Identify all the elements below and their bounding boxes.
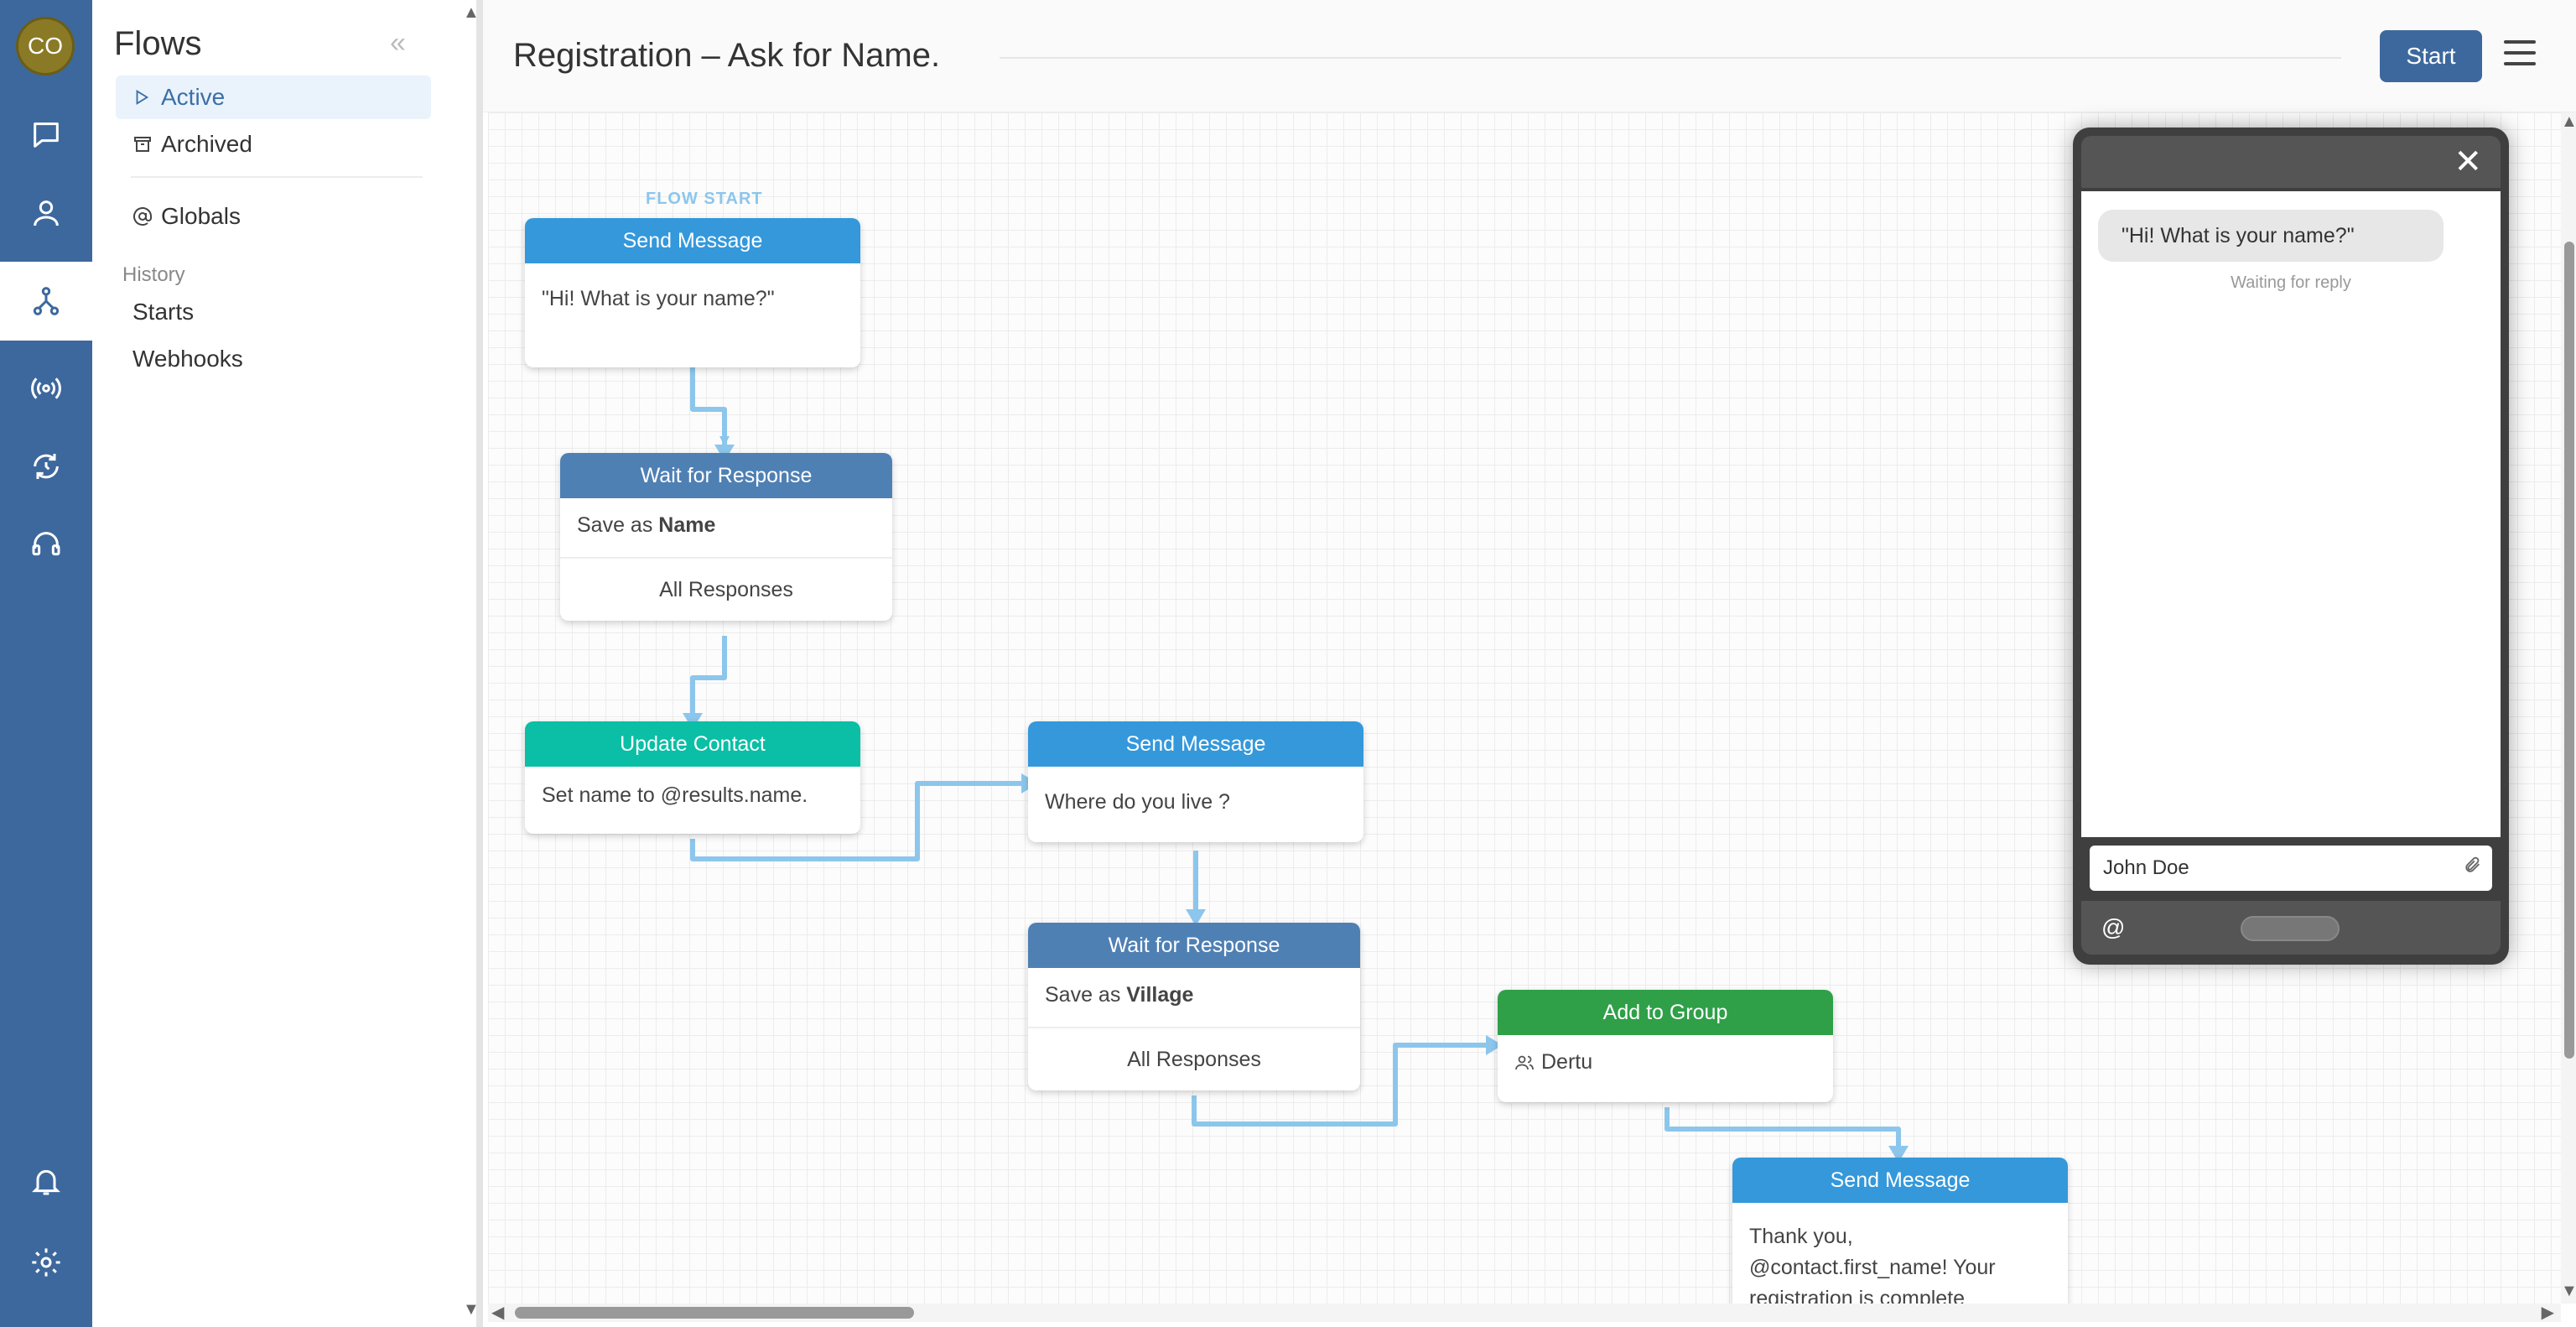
sidebar-item-starts[interactable]: Starts bbox=[132, 299, 195, 325]
wait-for-response-node[interactable]: Wait for Response Save as Name All Respo… bbox=[560, 453, 892, 621]
response-category[interactable]: All Responses bbox=[1028, 1027, 1360, 1090]
node-header: Send Message bbox=[1028, 721, 1363, 767]
scrollbar-thumb[interactable] bbox=[2564, 242, 2574, 1059]
arrowhead bbox=[1888, 1146, 1909, 1163]
arrowhead bbox=[1186, 909, 1206, 926]
simulator-screen: "Hi! What is your name?" Waiting for rep… bbox=[2081, 191, 2501, 837]
node-header: Add to Group bbox=[1498, 990, 1833, 1035]
simulator-panel: ✕ "Hi! What is your name?" Waiting for r… bbox=[2073, 127, 2509, 965]
send-message-node[interactable]: Send Message Thank you, @contact.first_n… bbox=[1732, 1158, 2068, 1304]
arrowhead bbox=[1486, 1035, 1503, 1055]
add-to-group-node[interactable]: Add to Group Dertu bbox=[1498, 990, 1833, 1102]
scroll-up-icon[interactable]: ▲ bbox=[2561, 112, 2576, 131]
message-line: registration is complete bbox=[1749, 1287, 1966, 1304]
close-icon[interactable]: ✕ bbox=[2454, 143, 2482, 180]
node-body: Save as Name bbox=[560, 498, 892, 557]
collapse-sidebar-icon[interactable]: « bbox=[390, 27, 406, 59]
contacts-icon[interactable] bbox=[0, 180, 92, 247]
sidebar-item-active[interactable]: Active bbox=[116, 75, 431, 119]
horizontal-scrollbar[interactable]: ◀ ▶ bbox=[488, 1304, 2561, 1322]
save-result-name: Name bbox=[658, 513, 716, 537]
node-header: Wait for Response bbox=[1028, 923, 1360, 968]
sidebar-item-label: Globals bbox=[161, 203, 241, 229]
save-result-name: Village bbox=[1126, 983, 1194, 1007]
connector bbox=[690, 636, 727, 713]
node-body: "Hi! What is your name?" bbox=[542, 287, 775, 310]
play-icon bbox=[132, 88, 161, 107]
flow-start-label: FLOW START bbox=[646, 190, 763, 208]
vertical-scrollbar[interactable]: ▲ ▼ bbox=[2561, 112, 2576, 1304]
flow-connectors bbox=[683, 366, 1909, 1163]
sidebar-item-label: Archived bbox=[161, 131, 252, 157]
sidebar-title: Flows bbox=[114, 25, 202, 62]
node-body: Set name to @results.name. bbox=[542, 783, 808, 807]
waiting-status: Waiting for reply bbox=[2231, 273, 2351, 292]
connector bbox=[690, 781, 1021, 861]
node-header: Send Message bbox=[1732, 1158, 2068, 1203]
sidebar-divider bbox=[131, 176, 423, 178]
connector bbox=[1665, 1107, 1901, 1146]
notifications-icon[interactable] bbox=[0, 1147, 92, 1215]
sidebar-item-webhooks[interactable]: Webhooks bbox=[132, 346, 243, 372]
node-header: Wait for Response bbox=[560, 453, 892, 498]
node-header: Send Message bbox=[525, 218, 860, 263]
main-nav-rail: CO bbox=[0, 0, 92, 1327]
home-button[interactable] bbox=[2241, 916, 2340, 941]
send-message-node[interactable]: Send Message "Hi! What is your name?" bbox=[525, 218, 860, 367]
header-divider bbox=[1000, 57, 2341, 59]
archive-icon bbox=[132, 134, 161, 154]
triggers-icon[interactable] bbox=[0, 433, 92, 500]
panel-splitter[interactable]: ▲ ▼ bbox=[463, 0, 483, 1327]
message-line: Thank you, bbox=[1749, 1225, 1853, 1248]
group-icon bbox=[1514, 1053, 1535, 1073]
connector bbox=[690, 366, 730, 446]
flows-sidebar: Flows « Active Archived Globals History … bbox=[92, 0, 476, 1327]
scroll-right-icon[interactable]: ▶ bbox=[2541, 1304, 2554, 1322]
hamburger-menu-icon[interactable] bbox=[2504, 40, 2536, 73]
scroll-down-icon[interactable]: ▼ bbox=[463, 1300, 480, 1319]
simulator-footer: @ bbox=[2081, 901, 2501, 955]
wait-for-response-node[interactable]: Wait for Response Save as Village All Re… bbox=[1028, 923, 1360, 1090]
messages-icon[interactable] bbox=[0, 101, 92, 169]
scroll-up-icon[interactable]: ▲ bbox=[463, 3, 480, 22]
response-category[interactable]: All Responses bbox=[560, 557, 892, 621]
input-value: John Doe bbox=[2103, 856, 2189, 879]
node-body: Where do you live ? bbox=[1045, 790, 1230, 814]
node-body: Save as Village bbox=[1028, 968, 1360, 1027]
node-body: Thank you, @contact.first_name! Your reg… bbox=[1732, 1203, 2068, 1304]
user-avatar[interactable]: CO bbox=[16, 17, 75, 75]
scroll-down-icon[interactable]: ▼ bbox=[2561, 1282, 2576, 1300]
start-button[interactable]: Start bbox=[2380, 30, 2482, 82]
page-title: Registration – Ask for Name. bbox=[513, 37, 941, 74]
update-contact-node[interactable]: Update Contact Set name to @results.name… bbox=[525, 721, 860, 834]
simulator-header: ✕ bbox=[2081, 136, 2501, 188]
sidebar-item-globals[interactable]: Globals bbox=[116, 195, 431, 238]
sidebar-item-archived[interactable]: Archived bbox=[116, 122, 431, 166]
group-name: Dertu bbox=[1541, 1050, 1593, 1074]
history-heading: History bbox=[122, 263, 185, 286]
flows-icon[interactable] bbox=[0, 262, 92, 341]
broadcast-icon[interactable] bbox=[0, 355, 92, 422]
connector bbox=[1192, 1043, 1486, 1127]
flow-header: Registration – Ask for Name. Start bbox=[483, 0, 2576, 112]
attachment-icon[interactable] bbox=[2464, 854, 2482, 882]
at-icon[interactable]: @ bbox=[2101, 914, 2126, 940]
node-header: Update Contact bbox=[525, 721, 860, 767]
save-prefix: Save as bbox=[1045, 983, 1127, 1007]
message-bubble: "Hi! What is your name?" bbox=[2098, 210, 2444, 262]
tickets-icon[interactable] bbox=[0, 511, 92, 578]
send-message-node[interactable]: Send Message Where do you live ? bbox=[1028, 721, 1363, 842]
node-body: Dertu bbox=[1498, 1035, 1833, 1078]
scrollbar-thumb[interactable] bbox=[515, 1307, 914, 1319]
simulator-input[interactable]: John Doe bbox=[2090, 846, 2492, 891]
at-icon bbox=[132, 206, 161, 226]
settings-icon[interactable] bbox=[0, 1229, 92, 1296]
save-prefix: Save as bbox=[577, 513, 659, 537]
scroll-left-icon[interactable]: ◀ bbox=[491, 1304, 505, 1322]
message-line: @contact.first_name! Your bbox=[1749, 1256, 1996, 1279]
sidebar-item-label: Active bbox=[161, 84, 226, 110]
